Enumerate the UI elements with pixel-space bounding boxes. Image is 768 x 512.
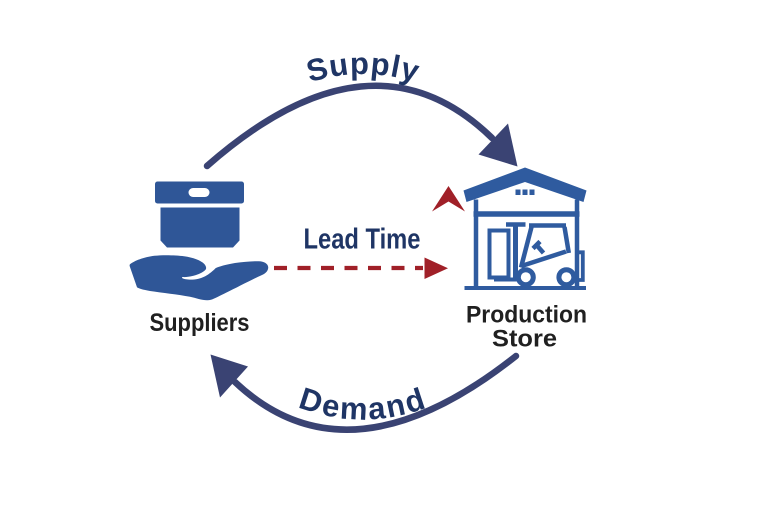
svg-text:Suppliers: Suppliers	[150, 309, 250, 337]
svg-text:Supply: Supply	[303, 46, 424, 89]
svg-text:Store: Store	[492, 326, 557, 353]
svg-text:Lead Time: Lead Time	[304, 224, 421, 256]
svg-text:Production: Production	[466, 302, 587, 329]
